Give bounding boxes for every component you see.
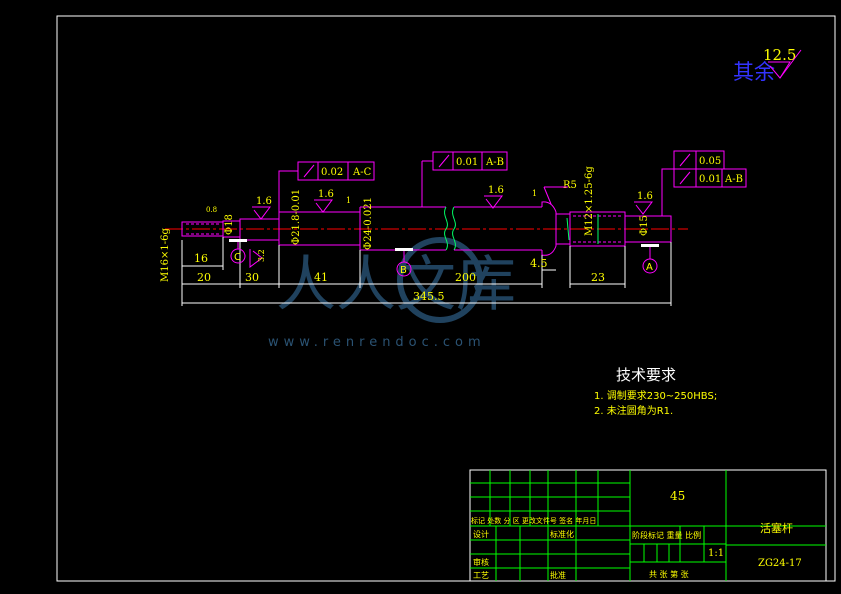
other-surfaces-roughness: 12.5 bbox=[763, 46, 796, 64]
roughness-value-5: 3.2 bbox=[257, 249, 266, 262]
tb-review: 审核 bbox=[473, 557, 489, 567]
tol-ab-center-value: 0.01 bbox=[456, 157, 478, 168]
watermark: 人人文库 www.renrendoc.com bbox=[268, 237, 516, 350]
watermark-url: www.renrendoc.com bbox=[268, 335, 486, 350]
roughness-icon-1 bbox=[252, 206, 271, 220]
roughness-value-4: 1.6 bbox=[637, 191, 653, 202]
thread-right-callout: M12×1.25-6g bbox=[584, 166, 595, 236]
tech-title: 技术要求 bbox=[616, 366, 676, 384]
tech-item-2: 2. 未注圆角为R1. bbox=[594, 404, 673, 417]
dim-41: 41 bbox=[314, 271, 328, 284]
tb-part-name: 活塞杆 bbox=[760, 521, 793, 535]
runout-icon-3 bbox=[679, 171, 691, 185]
vertical-callouts: M16×1-6g Φ18 Φ21.8-0.01 Φ24-0.021 M12×1.… bbox=[160, 166, 650, 282]
small-callout-2: 1 bbox=[532, 189, 537, 198]
other-surfaces-label: 其余 bbox=[733, 60, 775, 84]
small-labels: R5 0.8 1 1 bbox=[206, 180, 577, 214]
roughness-symbols bbox=[249, 195, 653, 268]
shaft-outline bbox=[181, 201, 672, 256]
roughness-icon-4 bbox=[634, 201, 653, 215]
watermark-logo-icon bbox=[397, 237, 483, 323]
dim-16: 16 bbox=[194, 252, 208, 265]
dim-200: 200 bbox=[455, 271, 476, 284]
roughness-value-2: 1.6 bbox=[318, 189, 334, 200]
tb-material: 45 bbox=[670, 489, 685, 503]
roughness-icon-3 bbox=[484, 195, 503, 209]
title-block: 标记 处数 分 区 更改文件号 签名 年月日 设计 标准化 审核 工艺 批准 阶… bbox=[469, 469, 827, 582]
datum-a-circle bbox=[642, 258, 658, 274]
runout-icon-1 bbox=[303, 164, 315, 178]
right-end-section bbox=[624, 215, 672, 243]
title-block-texts: 标记 处数 分 区 更改文件号 签名 年月日 设计 标准化 审核 工艺 批准 阶… bbox=[471, 489, 802, 580]
roughness-icon-5 bbox=[249, 249, 263, 268]
datum-c-circle bbox=[230, 248, 246, 264]
dim-20: 20 bbox=[197, 271, 211, 284]
tech-requirements: 技术要求 1. 调制要求230~250HBS; 2. 未注圆角为R1. bbox=[594, 366, 717, 417]
tb-standardize: 标准化 bbox=[550, 529, 574, 539]
tol-ab-right-value: 0.01 bbox=[699, 174, 721, 185]
datum-markers: C B A bbox=[229, 239, 659, 277]
dia-mid-callout: Φ21.8-0.01 bbox=[291, 189, 302, 245]
tol-ab-right-datum: A-B bbox=[724, 174, 743, 185]
dim-4-5: 4.5 bbox=[530, 257, 548, 270]
tb-drawing-no: ZG24-17 bbox=[758, 558, 802, 569]
dia-right-callout: Φ15 bbox=[639, 215, 650, 236]
tolerance-frames bbox=[278, 150, 747, 216]
tb-approve: 批准 bbox=[550, 570, 566, 580]
dia-left-callout: Φ18 bbox=[224, 214, 235, 235]
roughness-icon-2 bbox=[314, 199, 333, 213]
cylindricity-icon bbox=[679, 153, 691, 167]
tb-row-headers: 标记 处数 分 区 更改文件号 签名 年月日 bbox=[471, 516, 596, 525]
roughness-symbol-stem bbox=[779, 49, 802, 79]
dia-main-callout: Φ24-0.021 bbox=[363, 197, 374, 250]
datum-b-label: B bbox=[400, 265, 407, 276]
break-line-right bbox=[452, 206, 456, 251]
roughness-symbol-icon bbox=[768, 61, 791, 79]
dim-total: 345.5 bbox=[413, 290, 445, 303]
tolerance-values: 0.02 A-C 0.01 A-B 0.05 0.01 A-B bbox=[321, 156, 743, 185]
dim-23: 23 bbox=[591, 271, 605, 284]
tol-cyl-value: 0.05 bbox=[699, 156, 721, 167]
thread-left-callout: M16×1-6g bbox=[160, 228, 171, 282]
datum-b-circle bbox=[396, 261, 412, 277]
dimension-texts: 16 20 30 41 200 4.5 23 345.5 bbox=[194, 252, 605, 303]
tol-frame-ab-right bbox=[673, 168, 747, 188]
runout-icon-2 bbox=[438, 154, 450, 168]
small-callout-1: 1 bbox=[346, 196, 351, 205]
tol-ac-value: 0.02 bbox=[321, 167, 343, 178]
datum-c-label: C bbox=[234, 252, 241, 263]
break-line-left bbox=[444, 206, 448, 251]
tech-item-1: 1. 调制要求230~250HBS; bbox=[594, 389, 717, 402]
roughness-value-3: 1.6 bbox=[488, 185, 504, 196]
tb-process: 工艺 bbox=[473, 571, 489, 580]
tol-ab-center-datum: A-B bbox=[485, 157, 504, 168]
tb-sheets: 共 张 第 张 bbox=[649, 569, 689, 579]
chamfer-callout: 0.8 bbox=[206, 206, 217, 214]
dim-30: 30 bbox=[245, 271, 259, 284]
roughness-value-1: 1.6 bbox=[256, 196, 272, 207]
tb-stage-header: 阶段标记 重量 比例 bbox=[632, 530, 701, 540]
roughness-values: 1.6 1.6 1.6 1.6 3.2 bbox=[256, 185, 653, 262]
drawing-frame bbox=[56, 15, 836, 582]
tb-scale: 1:1 bbox=[708, 548, 724, 559]
tol-ac-datum: A-C bbox=[352, 167, 372, 178]
title-block-grid bbox=[470, 470, 826, 581]
tolerance-icons bbox=[303, 153, 691, 185]
datum-a-label: A bbox=[646, 262, 653, 273]
dimension-lines bbox=[181, 237, 672, 306]
collar bbox=[541, 201, 557, 256]
tb-design: 设计 bbox=[473, 529, 489, 539]
radius-callout: R5 bbox=[563, 180, 577, 191]
